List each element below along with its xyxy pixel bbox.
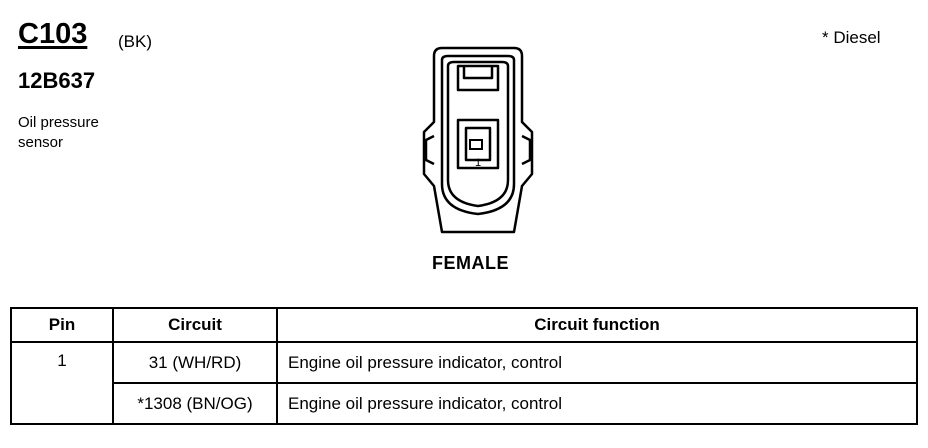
circuit-cell: 31 (WH/RD)	[112, 341, 278, 384]
part-number: 12B637	[18, 68, 96, 93]
connector-face-drawing: 1	[422, 46, 534, 234]
connector-id: C103	[18, 18, 88, 50]
circuit-cell: *1308 (BN/OG)	[112, 382, 278, 425]
pin-cell: 1	[10, 341, 114, 425]
pinout-table: Pin Circuit Circuit function 1 31 (WH/RD…	[10, 307, 918, 425]
diesel-note: * Diesel	[822, 28, 881, 47]
connector-color: (BK)	[118, 32, 152, 51]
column-header-circuit-function: Circuit function	[276, 307, 918, 343]
table-header-row: Pin Circuit Circuit function	[10, 307, 918, 343]
circuit-function-cell: Engine oil pressure indicator, control	[276, 382, 918, 425]
cavity-number-label: 1	[475, 157, 481, 169]
connector-view-label: FEMALE	[432, 253, 509, 273]
column-header-pin: Pin	[10, 307, 114, 343]
circuit-function-cell: Engine oil pressure indicator, control	[276, 341, 918, 384]
table-row: *1308 (BN/OG) Engine oil pressure indica…	[11, 382, 918, 425]
component-description-line1: Oil pressure	[18, 114, 99, 131]
column-header-circuit: Circuit	[112, 307, 278, 343]
table-row: 1 31 (WH/RD) Engine oil pressure indicat…	[10, 341, 918, 425]
component-description-line2: sensor	[18, 134, 64, 151]
